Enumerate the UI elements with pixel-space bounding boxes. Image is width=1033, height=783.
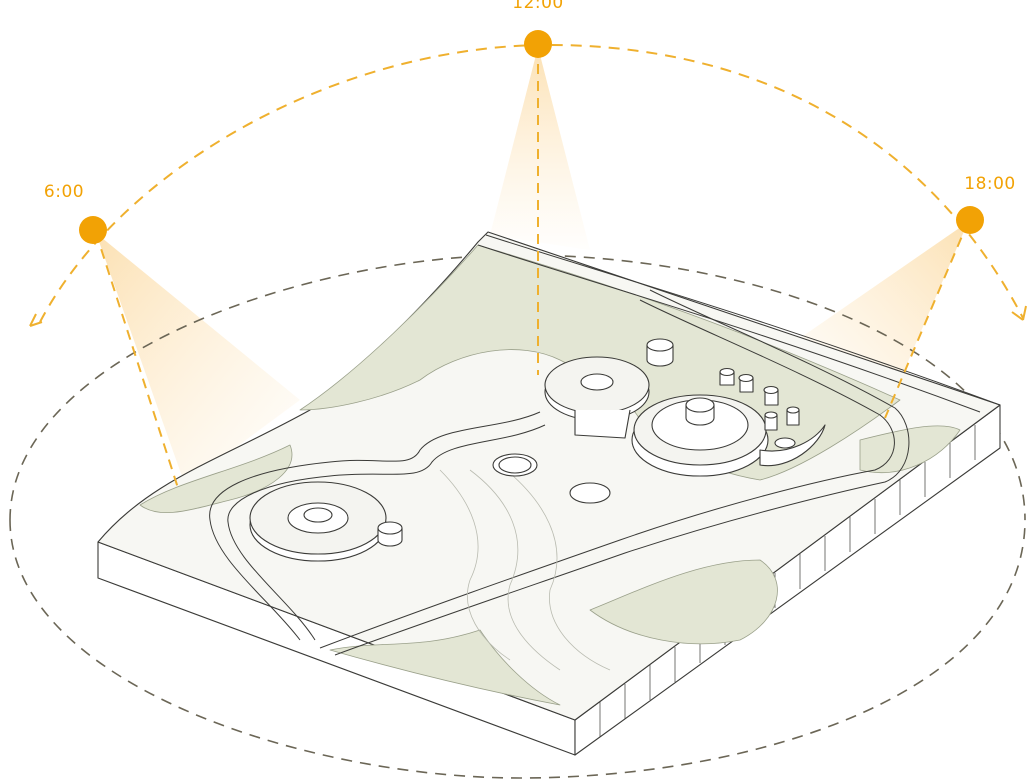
sun-icon-18 — [956, 206, 984, 234]
sun-label-18: 18:00 — [964, 174, 1016, 194]
sun-label-12: 12:00 — [512, 0, 564, 13]
sun-icon-6 — [79, 216, 107, 244]
sun-label-6: 6:00 — [44, 182, 84, 202]
sun-icon-12 — [524, 30, 552, 58]
evening-arrow-icon — [1012, 306, 1026, 320]
noon-light-beam — [490, 47, 590, 250]
